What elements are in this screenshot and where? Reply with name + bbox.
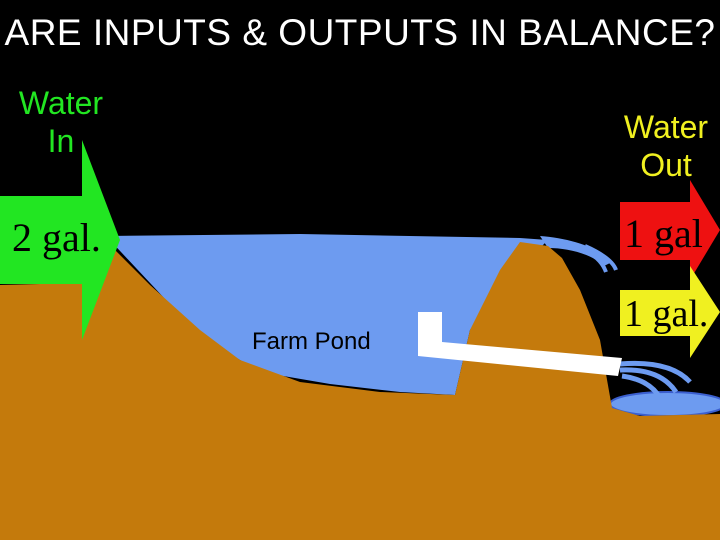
overflow-streams bbox=[574, 244, 618, 273]
water-out-label-line1: Water bbox=[623, 109, 709, 145]
water-in-label-line1: Water bbox=[18, 85, 104, 121]
water-in-label-line2: In bbox=[47, 123, 75, 159]
water-out-amount-bottom: 1 gal. bbox=[624, 293, 709, 335]
soil-ground bbox=[0, 242, 720, 540]
water-in-label: Water In bbox=[6, 84, 116, 160]
water-in-amount: 2 gal. bbox=[12, 215, 101, 260]
outlet-pipe bbox=[418, 312, 622, 376]
water-out-arrow-top bbox=[620, 180, 720, 280]
water-in-arrow bbox=[0, 140, 120, 340]
page-title: ARE INPUTS & OUTPUTS IN BALANCE? bbox=[4, 12, 716, 53]
water-out-label-line2: Out bbox=[640, 147, 692, 183]
water-out-label: Water Out bbox=[606, 108, 720, 184]
farm-pond-label: Farm Pond bbox=[252, 328, 371, 355]
water-out-amount-top: 1 gal bbox=[624, 211, 703, 256]
pipe-outflow-streams bbox=[619, 360, 692, 400]
water-out-arrow-bottom bbox=[620, 266, 720, 358]
